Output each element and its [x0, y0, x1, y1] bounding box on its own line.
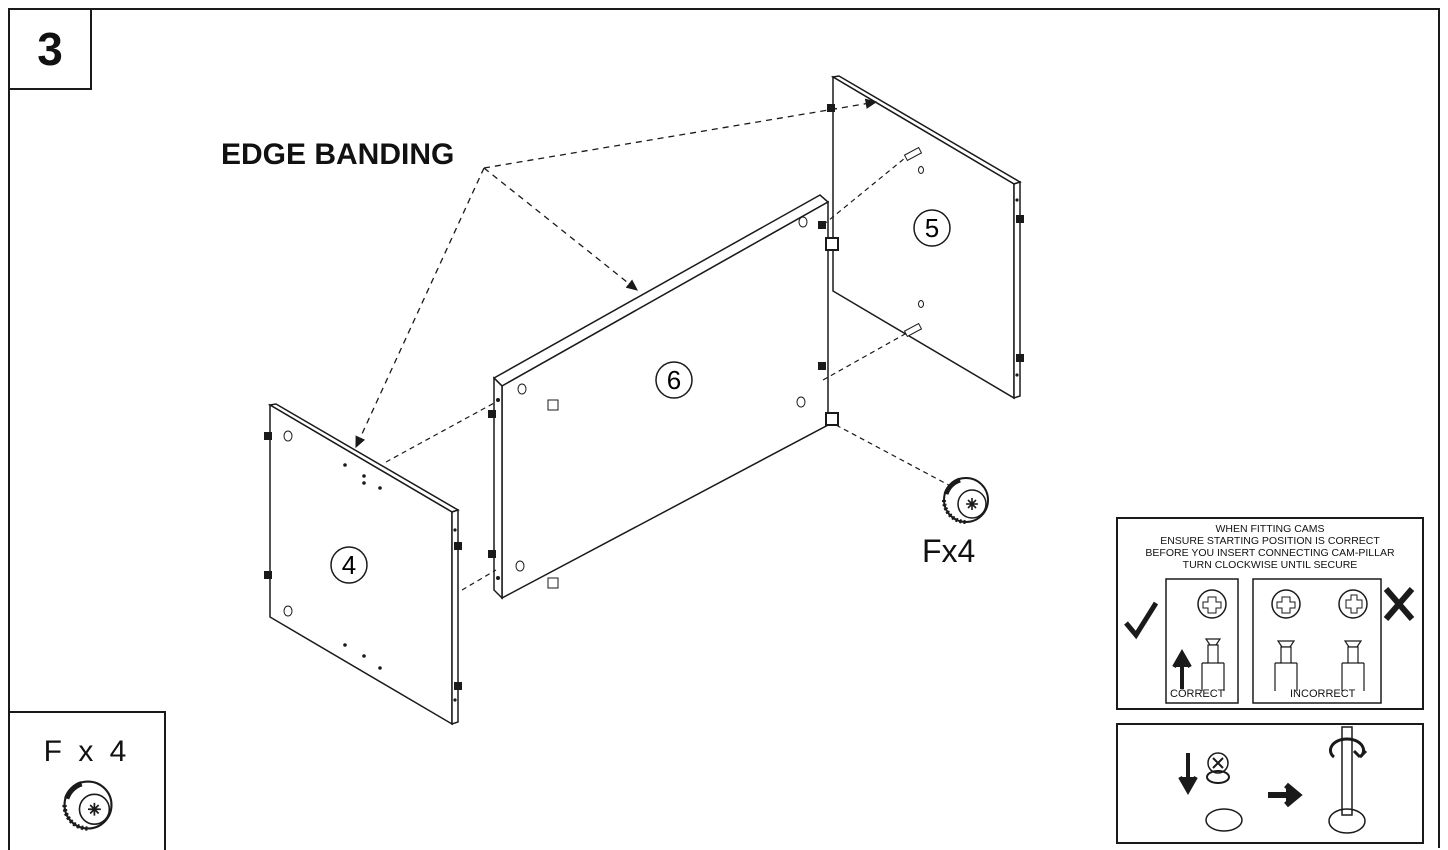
incorrect-box — [1252, 578, 1382, 704]
drill-hole-icon — [1205, 808, 1243, 832]
cam-incorrect-orientation-icon — [1338, 589, 1368, 619]
panel-6 — [488, 194, 830, 600]
step-number: 3 — [8, 8, 92, 90]
cam-lock-icon — [944, 478, 988, 522]
panel-label-5: 5 — [913, 209, 951, 247]
incorrect-label: INCORRECT — [1290, 688, 1356, 700]
edge-banding-label: EDGE BANDING — [221, 138, 455, 171]
assembly-guide-lines — [385, 157, 959, 591]
instruction-line-3: BEFORE YOU INSERT CONNECTING CAM-PILLAR — [1145, 547, 1395, 559]
instruction-line-1: WHEN FITTING CAMS — [1215, 523, 1325, 535]
panel-label-4: 4 — [330, 546, 368, 584]
cam-lock-icon — [1206, 752, 1230, 784]
svg-text:5: 5 — [925, 213, 939, 243]
instruction-line-4: TURN CLOCKWISE UNTIL SECURE — [1182, 559, 1358, 571]
cam-install-steps — [1116, 723, 1424, 844]
edge-banding-arrows — [355, 98, 878, 449]
panel-label-6: 6 — [655, 361, 693, 399]
instruction-line-2: ENSURE STARTING POSITION IS CORRECT — [1160, 535, 1380, 547]
correct-box — [1165, 578, 1239, 704]
cam-pillar-profiles — [1201, 638, 1365, 691]
panel-5 — [825, 75, 1024, 426]
hardware-callout-label: Fx4 — [922, 533, 976, 569]
arrow-up-icon — [1172, 648, 1192, 689]
svg-text:4: 4 — [342, 550, 356, 580]
check-icon — [1124, 601, 1159, 640]
arrow-right-icon — [1268, 782, 1303, 808]
cam-incorrect-orientation-icon — [1271, 589, 1301, 619]
page-frame — [8, 8, 1440, 848]
parts-label: F x 4 — [43, 735, 131, 768]
arrow-down-icon — [1178, 753, 1198, 796]
cam-lock-icon — [56, 773, 120, 837]
correct-label: CORRECT — [1170, 688, 1225, 700]
cam-instructions: WHEN FITTING CAMS ENSURE STARTING POSITI… — [1116, 517, 1424, 710]
screwdriver-icon — [1328, 726, 1368, 834]
cross-icon — [1383, 587, 1415, 621]
svg-text:6: 6 — [667, 365, 681, 395]
parts-list: F x 4 — [8, 711, 166, 850]
cam-correct-orientation-icon — [1197, 589, 1227, 619]
